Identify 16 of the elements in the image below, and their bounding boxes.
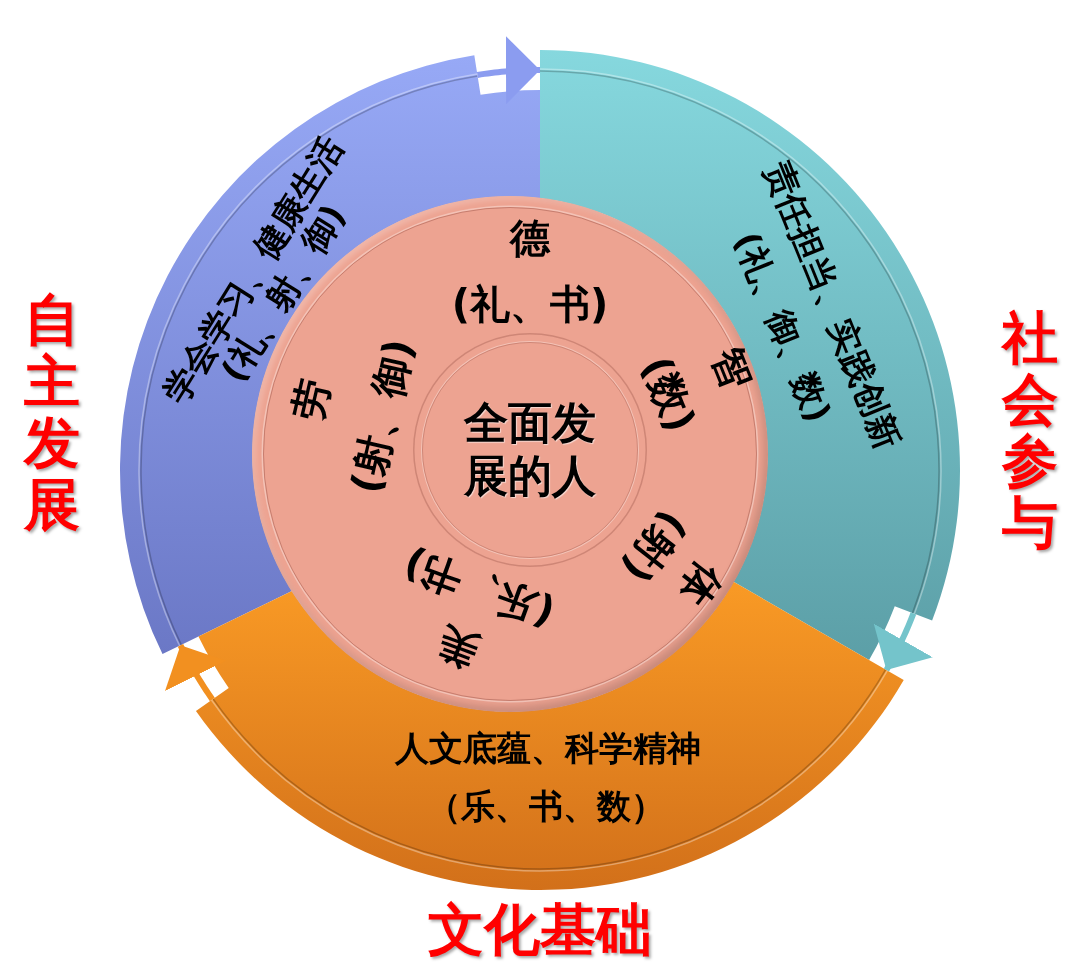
cycle-arrow	[873, 612, 933, 672]
disc-label: 智	[706, 342, 759, 395]
center-label: 全面发展的人	[463, 397, 597, 503]
disc-label: (射、御)	[344, 335, 419, 497]
disc-label: 美	[432, 621, 484, 673]
disc-label: 德	[510, 218, 550, 258]
segment-label: 人文底蕴、科学精神	[395, 731, 701, 765]
section-title: 社会参与	[1002, 306, 1058, 554]
section-title: 文化基础	[428, 899, 652, 961]
disc-label: (数)	[636, 350, 702, 437]
disc-label: 体	[672, 555, 730, 612]
segment-label: （乐、书、数）	[427, 789, 665, 823]
disc-label: 劳	[286, 375, 335, 424]
disc-label: (礼、书)	[451, 284, 609, 324]
section-title: 自主发展	[24, 288, 80, 536]
cycle-arrow	[476, 36, 540, 105]
